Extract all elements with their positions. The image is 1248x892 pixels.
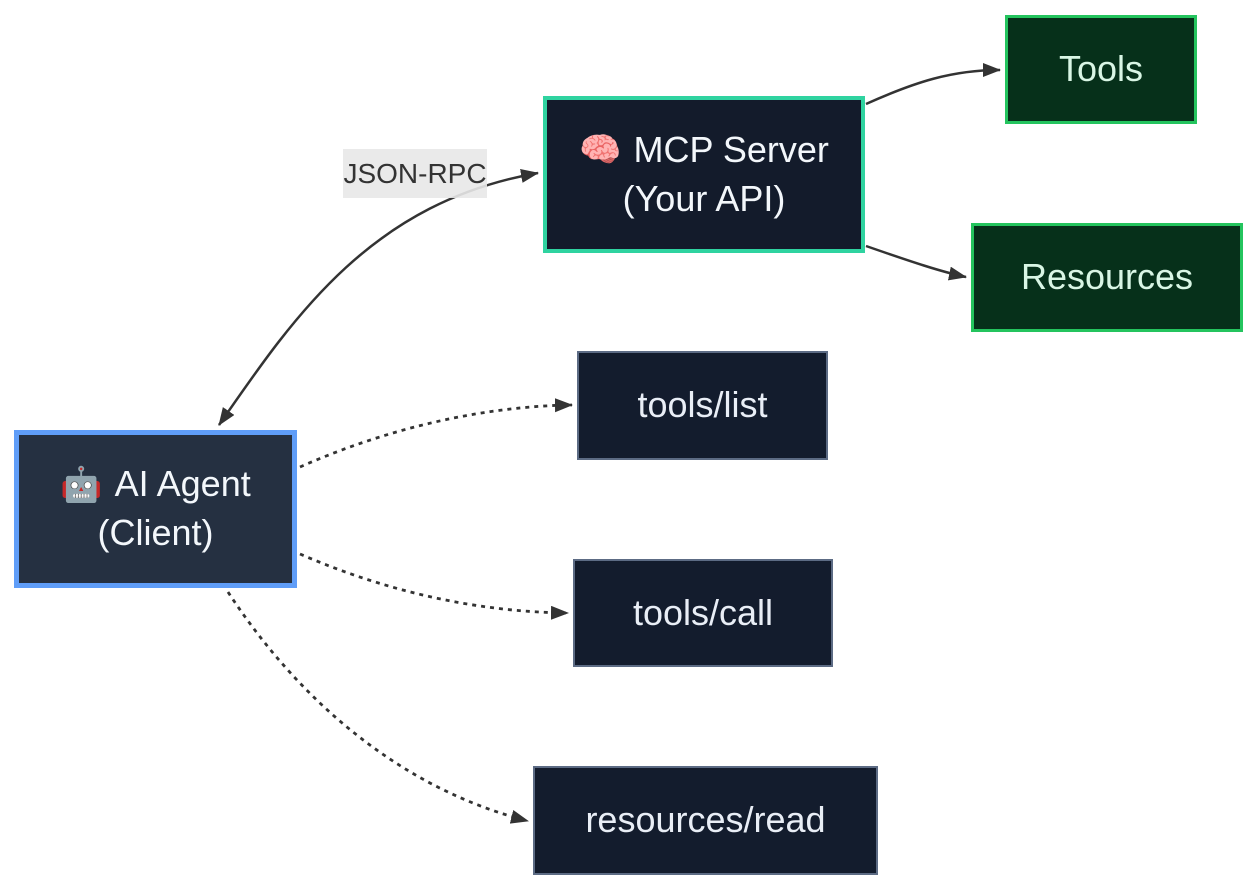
node-tools-title: Tools — [1058, 48, 1144, 90]
edge-agent-tools-list — [299, 398, 573, 469]
node-resources-read: resources/read — [533, 766, 878, 875]
robot-icon: 🤖 — [60, 465, 103, 504]
brain-icon: 🧠 — [579, 131, 622, 170]
edge-server-tools — [865, 63, 1001, 106]
node-mcp-server-subtitle: (Your API) — [622, 177, 786, 219]
edge-agent-server — [217, 169, 539, 426]
node-ai-agent: 🤖 AI Agent (Client) — [14, 430, 297, 588]
node-mcp-server: 🧠 MCP Server (Your API) — [543, 96, 865, 253]
node-tools-list: tools/list — [577, 351, 828, 460]
edge-label-json-rpc: JSON-RPC — [343, 149, 487, 198]
node-resources-read-title: resources/read — [585, 799, 826, 841]
edge-server-resources — [865, 244, 967, 281]
node-resources: Resources — [971, 223, 1243, 332]
node-mcp-server-title-row: 🧠 MCP Server — [579, 126, 829, 175]
edge-label-text: JSON-RPC — [343, 157, 487, 189]
node-mcp-server-title: MCP Server — [633, 128, 829, 170]
node-resources-title: Resources — [1020, 256, 1194, 298]
node-ai-agent-title: AI Agent — [114, 463, 251, 505]
edge-agent-resources-read — [226, 591, 529, 824]
node-tools-call-title: tools/call — [632, 591, 774, 633]
node-tools-call: tools/call — [573, 559, 833, 667]
node-tools-list-title: tools/list — [637, 384, 768, 426]
edge-agent-tools-call — [299, 552, 569, 620]
node-tools: Tools — [1005, 15, 1197, 124]
node-ai-agent-title-row: 🤖 AI Agent — [60, 460, 250, 509]
node-ai-agent-subtitle: (Client) — [97, 512, 214, 553]
